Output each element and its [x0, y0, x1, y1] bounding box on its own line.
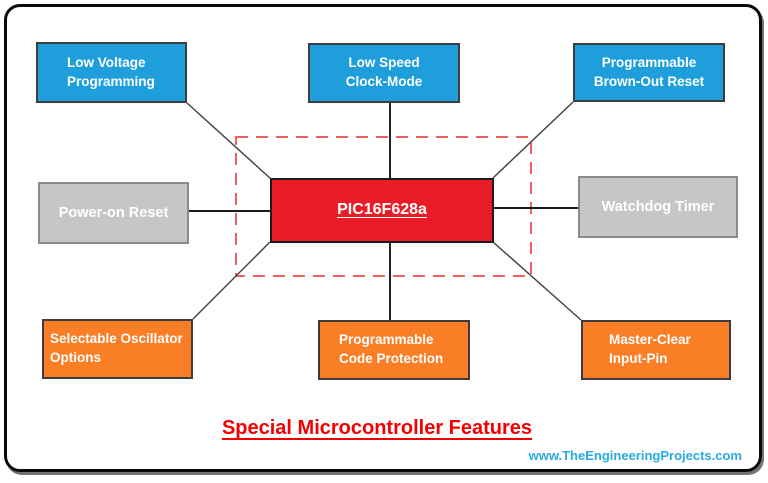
website-watermark: www.TheEngineeringProjects.com [528, 448, 742, 463]
feature-label-line: Brown-Out Reset [593, 73, 705, 89]
feature-box-selectable-oscillator-options: Selectable Oscillator Options [42, 319, 193, 379]
mcu-label: PIC16F628a [337, 201, 427, 219]
feature-label-line: Watchdog Timer [601, 198, 715, 215]
feature-label-line: Power-on Reset [58, 204, 169, 221]
feature-box-master-clear-input-pin: Master-Clear Input-Pin [581, 320, 731, 380]
diagram-frame [4, 4, 762, 472]
feature-label-line: Input-Pin [609, 351, 668, 366]
feature-label-line: Programmable [601, 54, 697, 70]
feature-box-low-speed-clock-mode: Low Speed Clock-Mode [308, 43, 460, 103]
feature-box-programmable-brown-out-reset: Programmable Brown-Out Reset [573, 43, 725, 102]
dashed-highlight-border [235, 136, 532, 277]
feature-label-line: Low Voltage [67, 54, 146, 70]
feature-label-line: Programming [67, 73, 155, 89]
feature-label-line: Code Protection [339, 351, 444, 366]
diagram-title: Special Microcontroller Features [221, 417, 533, 439]
feature-box-watchdog-timer: Watchdog Timer [578, 176, 738, 238]
feature-label-line: Master-Clear [609, 332, 691, 348]
feature-label-line: Options [50, 350, 101, 365]
feature-label-line: Clock-Mode [345, 74, 423, 89]
feature-label-line: Programmable [339, 332, 434, 348]
feature-box-low-voltage-programming: Low Voltage Programming [36, 42, 187, 103]
mcu-box-pic16f628a: PIC16F628a [270, 178, 494, 243]
feature-box-programmable-code-protection: Programmable Code Protection [318, 320, 470, 380]
feature-label-line: Low Speed [348, 55, 420, 71]
feature-box-power-on-reset: Power-on Reset [38, 182, 189, 244]
feature-label-line: Selectable Oscillator [50, 331, 183, 347]
